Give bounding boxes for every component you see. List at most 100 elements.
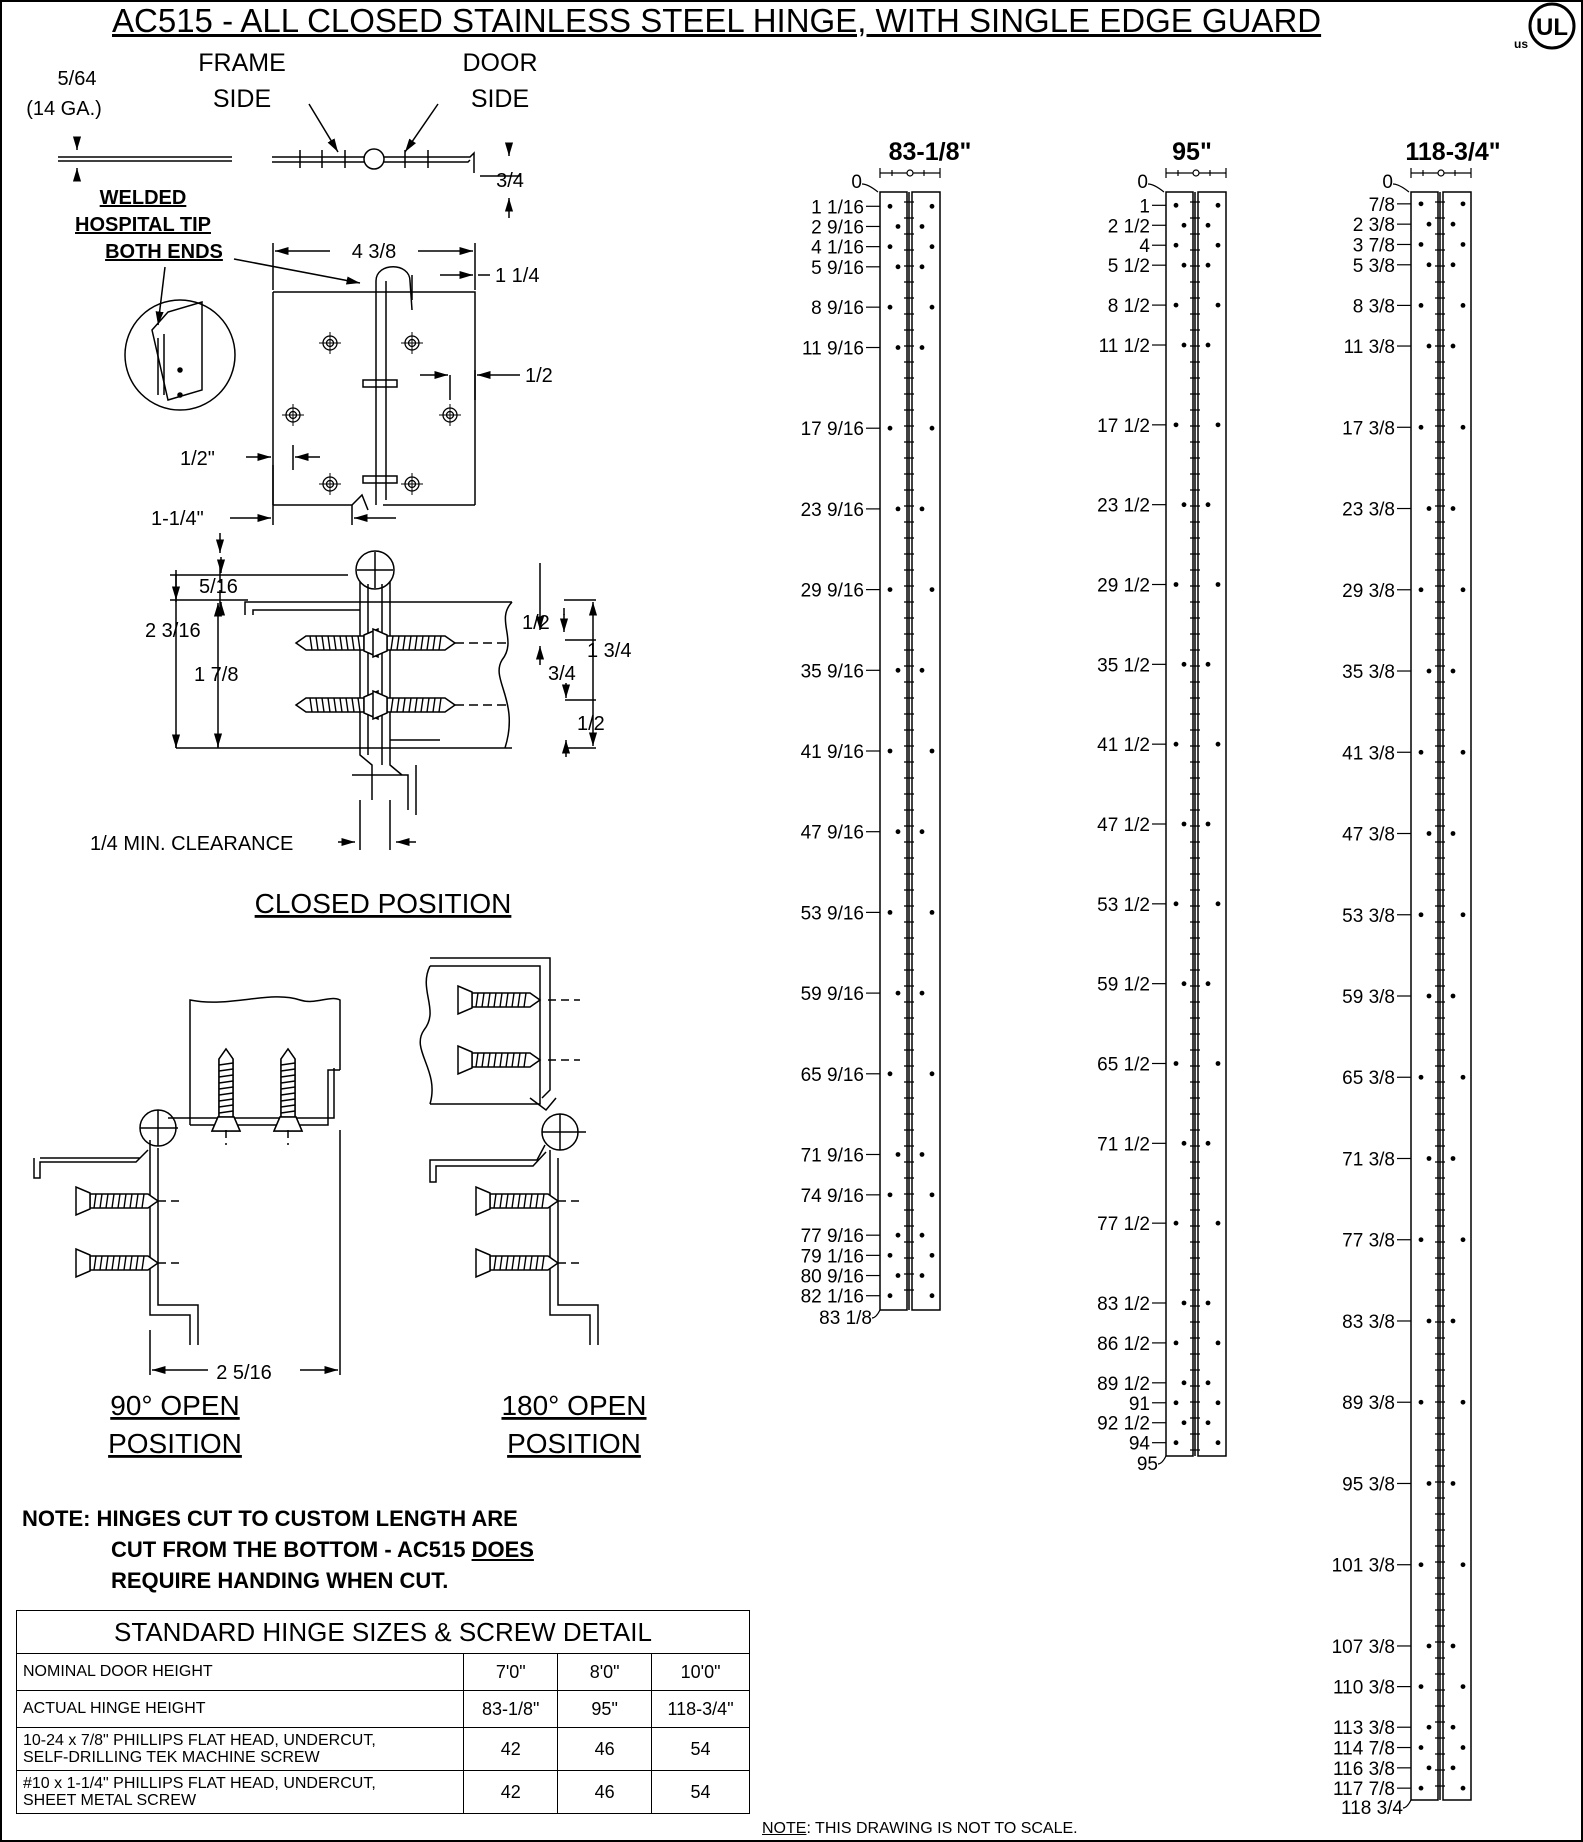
hinge-frame-hole [887, 244, 893, 250]
hinge-frame-hole [887, 1071, 893, 1077]
row-label-line-2: SELF-DRILLING TEK MACHINE SCREW [23, 1749, 320, 1766]
hinge-door-hole [1215, 1340, 1221, 1346]
hinge-door-hole [1460, 1237, 1466, 1243]
closed-dim-5-16: 5/16 [199, 576, 238, 598]
welded-tip-label-2: HOSPITAL TIP [75, 214, 211, 236]
hinge-frame-hole [887, 304, 893, 310]
hinge-door-hole [929, 203, 935, 209]
hinge-end-leader [1402, 1799, 1412, 1809]
note-line-1: NOTE: HINGES CUT TO CUSTOM LENGTH ARE [22, 1506, 518, 1531]
hinge-position-label: 94 [1129, 1434, 1151, 1455]
hinge-end-label: 118 3/4 [1341, 1798, 1403, 1819]
closed-position-caption: CLOSED POSITION [255, 888, 512, 919]
hinge-end-leader [1157, 1455, 1167, 1465]
welded-tip-label: WELDED [100, 187, 187, 209]
hinge-position-label: 23 9/16 [801, 500, 864, 521]
note-does: DOES [471, 1537, 534, 1562]
closed-dim-1-7-8: 1 7/8 [194, 664, 238, 686]
hinge-door-hole [1450, 1318, 1456, 1324]
hinge-position-label: 23 1/2 [1097, 496, 1150, 517]
hinge-frame-hole [1173, 582, 1179, 587]
hinge-door-hole [1450, 668, 1456, 674]
hinge-position-label: 71 1/2 [1097, 1134, 1150, 1155]
hinge-door-hole [1450, 1481, 1456, 1486]
open90-caption-2: POSITION [108, 1428, 242, 1459]
hinge-frame-hole [1181, 821, 1187, 827]
hinge-door-hole [1205, 821, 1211, 827]
hinge-position-label: 114 7/8 [1333, 1739, 1395, 1760]
hinge-position-label: 80 9/16 [801, 1267, 864, 1288]
hinge-frame-hole [887, 587, 893, 593]
hinge-door-hole [919, 506, 925, 512]
hinge-door-hole [1205, 502, 1211, 508]
hinge-position-label: 74 9/16 [801, 1186, 864, 1207]
hinge-position-label: 113 3/8 [1333, 1718, 1395, 1739]
hinge-frame-hole [1418, 1785, 1424, 1791]
door-side-label-2: SIDE [471, 85, 529, 113]
welded-tip-label-3: BOTH ENDS [105, 241, 223, 263]
row-label-line-1: #10 x 1-1/4" PHILLIPS FLAT HEAD, UNDERCU… [23, 1775, 376, 1792]
row-label: NOMINAL DOOR HEIGHT [15, 1653, 465, 1691]
table-row: 10-24 x 7/8" PHILLIPS FLAT HEAD, UNDERCU… [15, 1727, 750, 1771]
hinge-position-label: 8 1/2 [1108, 296, 1150, 317]
hinge-position-label: 0 [1382, 172, 1393, 193]
hinge-door-hole [929, 1192, 935, 1198]
custom-length-note: NOTE: HINGES CUT TO CUSTOM LENGTH ARE CU… [22, 1503, 534, 1596]
hinge-door-hole [1205, 262, 1211, 268]
hinge-door-hole [1450, 506, 1456, 511]
hinge-position-label: 95 3/8 [1342, 1474, 1395, 1495]
hinge-frame-leaf [879, 191, 908, 1311]
note-line-2: CUT FROM THE BOTTOM - AC515 DOES [22, 1534, 534, 1565]
hinge-door-hole [929, 425, 935, 431]
hinge-frame-hole [1426, 262, 1432, 268]
hinge-knuckle-ticks [904, 201, 914, 1291]
row-label: 10-24 x 7/8" PHILLIPS FLAT HEAD, UNDERCU… [15, 1727, 465, 1771]
hinge-door-hole [1450, 1156, 1456, 1161]
hinge-position-label: 4 1/16 [811, 238, 864, 259]
hinge-position-label: 47 3/8 [1342, 825, 1395, 846]
hinge-door-hole [919, 224, 925, 229]
hinge-position-label: 2 1/2 [1108, 216, 1150, 237]
hinge-door-hole [919, 667, 925, 673]
hinge-position-label: 35 1/2 [1097, 655, 1150, 676]
hinge-diagram-2: 95"012 1/245 1/28 1/211 1/217 1/223 1/22… [1097, 138, 1227, 1475]
hinge-position-label: 29 3/8 [1342, 581, 1395, 602]
hinge-frame-hole [887, 748, 893, 754]
hinge-position-label: 65 1/2 [1097, 1054, 1150, 1075]
cell-10ft: 54 [651, 1727, 750, 1771]
hinge-door-hole [1460, 587, 1466, 593]
hinge-frame-hole [1426, 831, 1432, 836]
hinge-door-hole [1215, 1440, 1221, 1446]
hinge-position-label: 8 9/16 [811, 298, 864, 319]
row-label-line-1: 10-24 x 7/8" PHILLIPS FLAT HEAD, UNDERCU… [23, 1732, 376, 1749]
closed-dim-2-3-16: 2 3/16 [145, 620, 201, 642]
hinge-length-header: 118-3/4" [1405, 138, 1500, 166]
hinge-frame-hole [1173, 1061, 1179, 1066]
hinge-position-label: 41 3/8 [1342, 743, 1395, 764]
hinge-door-hole [1205, 1420, 1211, 1426]
ul-logo-text: UL [1536, 14, 1568, 41]
open-90-section [33, 996, 341, 1375]
hinge-length-header: 95" [1172, 138, 1212, 166]
hinge-frame-hole [895, 990, 901, 996]
scale-note-text: : THIS DRAWING IS NOT TO SCALE. [806, 1820, 1078, 1837]
hinge-door-hole [1215, 202, 1221, 208]
hinge-frame-hole [1181, 262, 1187, 268]
hinge-door-hole [1460, 1785, 1466, 1791]
hinge-position-label: 77 9/16 [801, 1226, 864, 1247]
table-row: ACTUAL HINGE HEIGHT 83-1/8" 95" 118-3/4" [15, 1690, 750, 1728]
hinge-door-hole [1460, 1074, 1466, 1080]
hinge-position-label: 53 9/16 [801, 903, 864, 924]
hinge-frame-hole [1426, 1481, 1432, 1486]
hinge-door-hole [1215, 1220, 1221, 1226]
hinge-frame-hole [887, 1252, 893, 1258]
hinge-frame-hole [1418, 201, 1424, 207]
frame-side-label: FRAME [198, 49, 286, 77]
hinge-position-label: 116 3/8 [1333, 1759, 1395, 1780]
hinge-frame-hole [1181, 981, 1187, 987]
closed-section [170, 533, 598, 850]
cell-7ft: 7'0" [463, 1653, 559, 1691]
hinge-door-hole [1460, 1684, 1466, 1689]
hinge-position-label: 107 3/8 [1332, 1637, 1395, 1658]
hinge-door-hole [1205, 1380, 1211, 1386]
